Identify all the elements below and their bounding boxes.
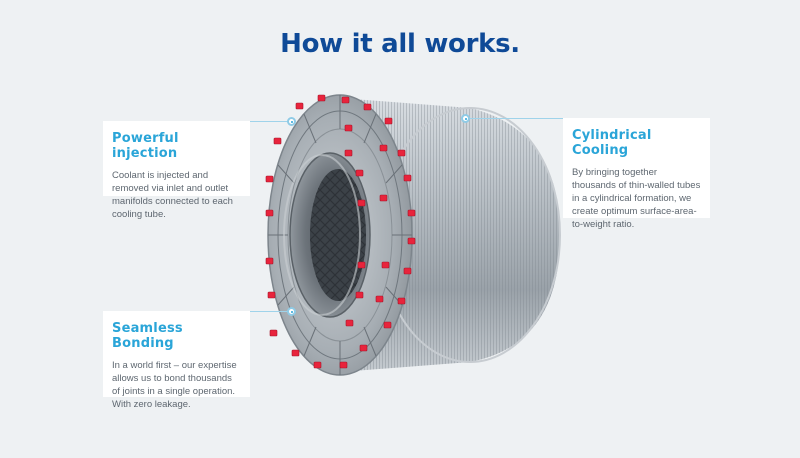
bonding-marker[interactable] <box>287 307 296 316</box>
front-face <box>267 94 413 376</box>
page-title: How it all works. <box>280 29 520 60</box>
callout-title: Powerful injection <box>112 131 179 161</box>
callout-title: Cylindrical Cooling <box>572 128 652 158</box>
callout-title: Seamless Bonding <box>112 321 183 351</box>
callout-body: Coolant is injected and removed via inle… <box>112 170 233 220</box>
callout-powerful-injection: Powerful injection Coolant is injected a… <box>103 121 250 220</box>
callout-body: By bringing together thousands of thin-w… <box>572 167 701 230</box>
cooling-marker[interactable] <box>461 114 470 123</box>
callout-body: In a world first – our expertise allows … <box>112 360 237 410</box>
callout-cylindrical-cooling: Cylindrical Cooling By bringing together… <box>563 118 710 230</box>
valve-connectors <box>265 94 416 369</box>
injection-marker[interactable] <box>287 117 296 126</box>
callout-seamless-bonding: Seamless Bonding In a world first – our … <box>103 311 250 410</box>
